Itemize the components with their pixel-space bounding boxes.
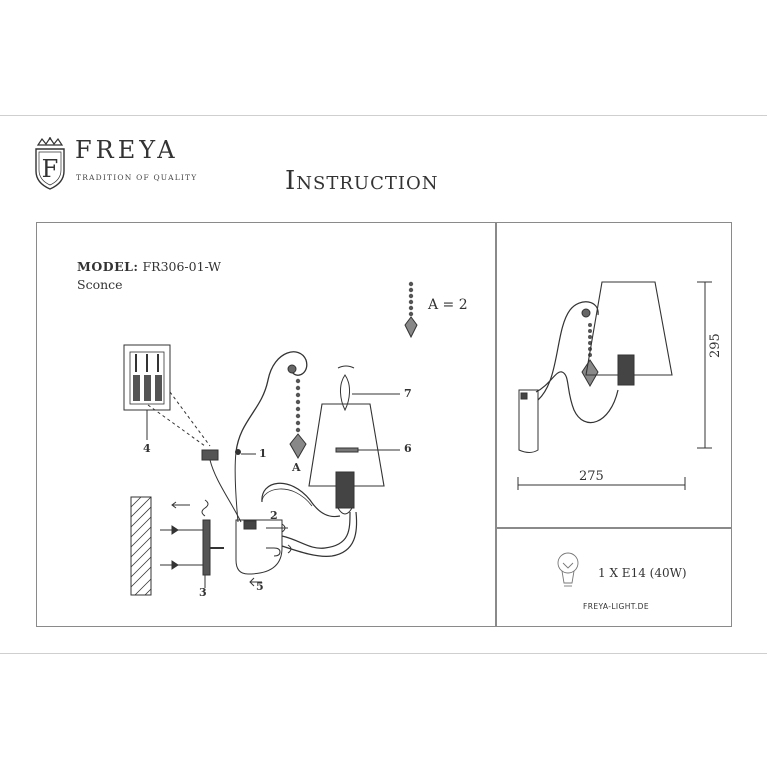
dimensions-drawing xyxy=(517,281,712,490)
model-value: FR306-01-W xyxy=(142,259,221,274)
dim-back-plate xyxy=(518,389,539,453)
twist-arrow xyxy=(201,499,209,517)
part-label-5: 5 xyxy=(256,580,264,593)
wall-surface xyxy=(130,496,152,596)
wall-hatch xyxy=(130,496,152,596)
candle-bulb xyxy=(340,374,350,412)
arrow-5 xyxy=(249,577,262,587)
part-label-4: 4 xyxy=(143,442,151,455)
cap-2 xyxy=(266,547,281,557)
dimensions-panel xyxy=(496,222,732,528)
arm-lower xyxy=(281,511,351,549)
rotate-arrow xyxy=(337,365,355,369)
dimension-width: 275 xyxy=(579,469,604,484)
arrow-left-top xyxy=(171,501,190,509)
terminal-block xyxy=(201,449,219,461)
svg-text:F: F xyxy=(42,155,59,183)
crystal-pendant-a xyxy=(289,433,307,460)
qty-crystal-icon xyxy=(408,281,414,317)
screw-2 xyxy=(266,523,288,533)
part-label-1: 1 xyxy=(259,447,267,460)
wire xyxy=(208,450,242,523)
model-label: MODEL: xyxy=(77,259,139,274)
bulb-panel xyxy=(496,528,732,627)
part-label-3: 3 xyxy=(199,586,207,599)
lightbulb-icon xyxy=(557,552,579,587)
part-label-6: 6 xyxy=(404,442,412,455)
dimension-height: 295 xyxy=(708,333,723,358)
lamp-shade xyxy=(308,403,385,487)
product-type: Sconce xyxy=(77,277,123,292)
assembly-panel xyxy=(36,222,496,627)
decorative-scroll xyxy=(235,351,308,453)
brand-block: F FREYA TRADITION OF QUALITY xyxy=(28,136,208,193)
arm-curve xyxy=(261,482,341,518)
part-label-2: 2 xyxy=(270,509,278,522)
bulb-spec: 1 X E14 (40W) xyxy=(598,566,687,580)
brand-name: FREYA xyxy=(75,136,179,164)
lamp-socket xyxy=(335,471,355,509)
crystal-chain-a xyxy=(295,378,301,433)
part-label-7: 7 xyxy=(404,387,412,400)
model-line: MODEL: FR306-01-W xyxy=(77,259,221,274)
crown-shield-f-icon: F xyxy=(35,137,65,190)
dim-arm-lower xyxy=(535,371,619,424)
brand-tagline: TRADITION OF QUALITY xyxy=(76,173,198,182)
mounting-bracket xyxy=(202,519,211,576)
instruction-sheet xyxy=(0,115,767,654)
dim-lamp-shade xyxy=(585,281,673,376)
page-title: Instruction xyxy=(285,166,439,196)
back-plate xyxy=(235,519,283,575)
website-url: FREYA-LIGHT.DE xyxy=(583,602,649,611)
part-label-a: A xyxy=(292,461,301,474)
shade-ring xyxy=(335,447,359,453)
quantity-note: A = 2 xyxy=(428,297,468,313)
